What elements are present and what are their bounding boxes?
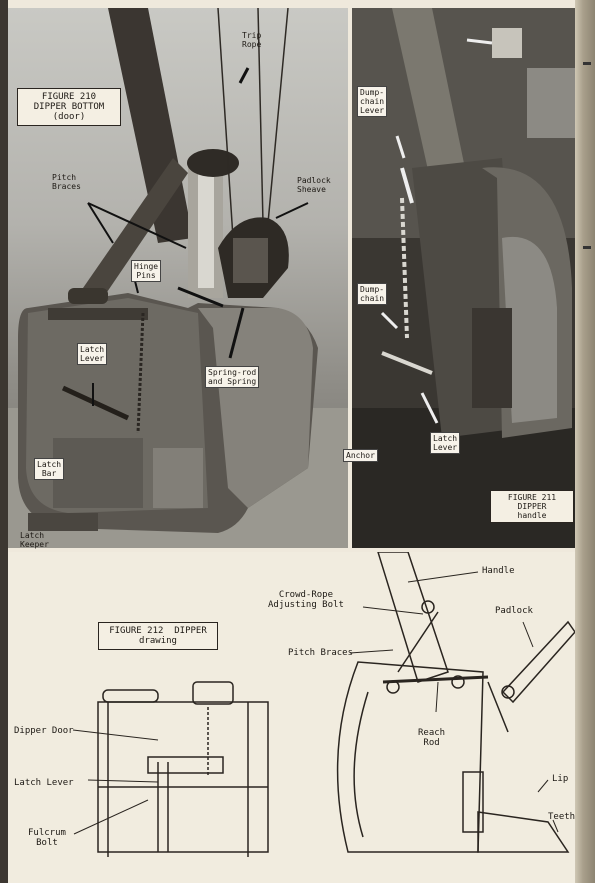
figure-211-caption: FIGURE 211 DIPPER handle: [490, 490, 574, 523]
label-latch-lever-drawing: Latch Lever: [14, 778, 74, 788]
label-reach-rod: Reach Rod: [418, 728, 446, 748]
dipper-drawing-illustration: [72, 552, 575, 857]
figure-210-caption: FIGURE 210 DIPPER BOTTOM (door): [17, 88, 121, 126]
label-latch-lever-photo: Latch Lever: [77, 343, 108, 365]
photo-dipper-handle: [352, 8, 575, 548]
figure-212-caption: FIGURE 212 DIPPER drawing: [98, 622, 218, 650]
label-handle: Handle: [482, 566, 515, 576]
label-lip: Lip: [552, 774, 569, 784]
label-spring-rod: Spring-rod and Spring: [205, 366, 260, 388]
label-latch-bar: Latch Bar: [34, 458, 65, 480]
label-padlock-sheave: Padlock Sheave: [297, 176, 331, 194]
label-pitch-braces: Pitch Braces: [52, 173, 81, 191]
label-hinge-pins: Hinge Pins: [131, 260, 162, 282]
binding-gutter: [0, 0, 8, 883]
label-latch-keeper: Latch Keeper: [20, 531, 49, 549]
dipper-line-drawing: [8, 552, 575, 883]
label-latch-lever-handle: Latch Lever: [430, 432, 461, 454]
adjacent-page-edge: [575, 0, 595, 883]
label-pitch-braces-drawing: Pitch Braces: [288, 648, 354, 658]
label-crowd-rope-bolt: Crowd-Rope Adjusting Bolt: [268, 590, 344, 610]
label-fulcrum-bolt: Fulcrum Bolt: [28, 828, 66, 848]
label-dump-chain-lever: Dump- chain Lever: [357, 86, 388, 117]
label-trip-rope: Trip Rope: [242, 31, 262, 49]
label-teeth: Teeth: [548, 812, 576, 822]
label-anchor: Anchor: [343, 449, 378, 462]
label-dipper-door: Dipper Door: [14, 726, 74, 736]
label-dump-chain: Dump- chain: [357, 283, 388, 305]
label-padlock: Padlock: [495, 606, 533, 616]
dipper-handle-photo-illustration: [352, 8, 575, 548]
